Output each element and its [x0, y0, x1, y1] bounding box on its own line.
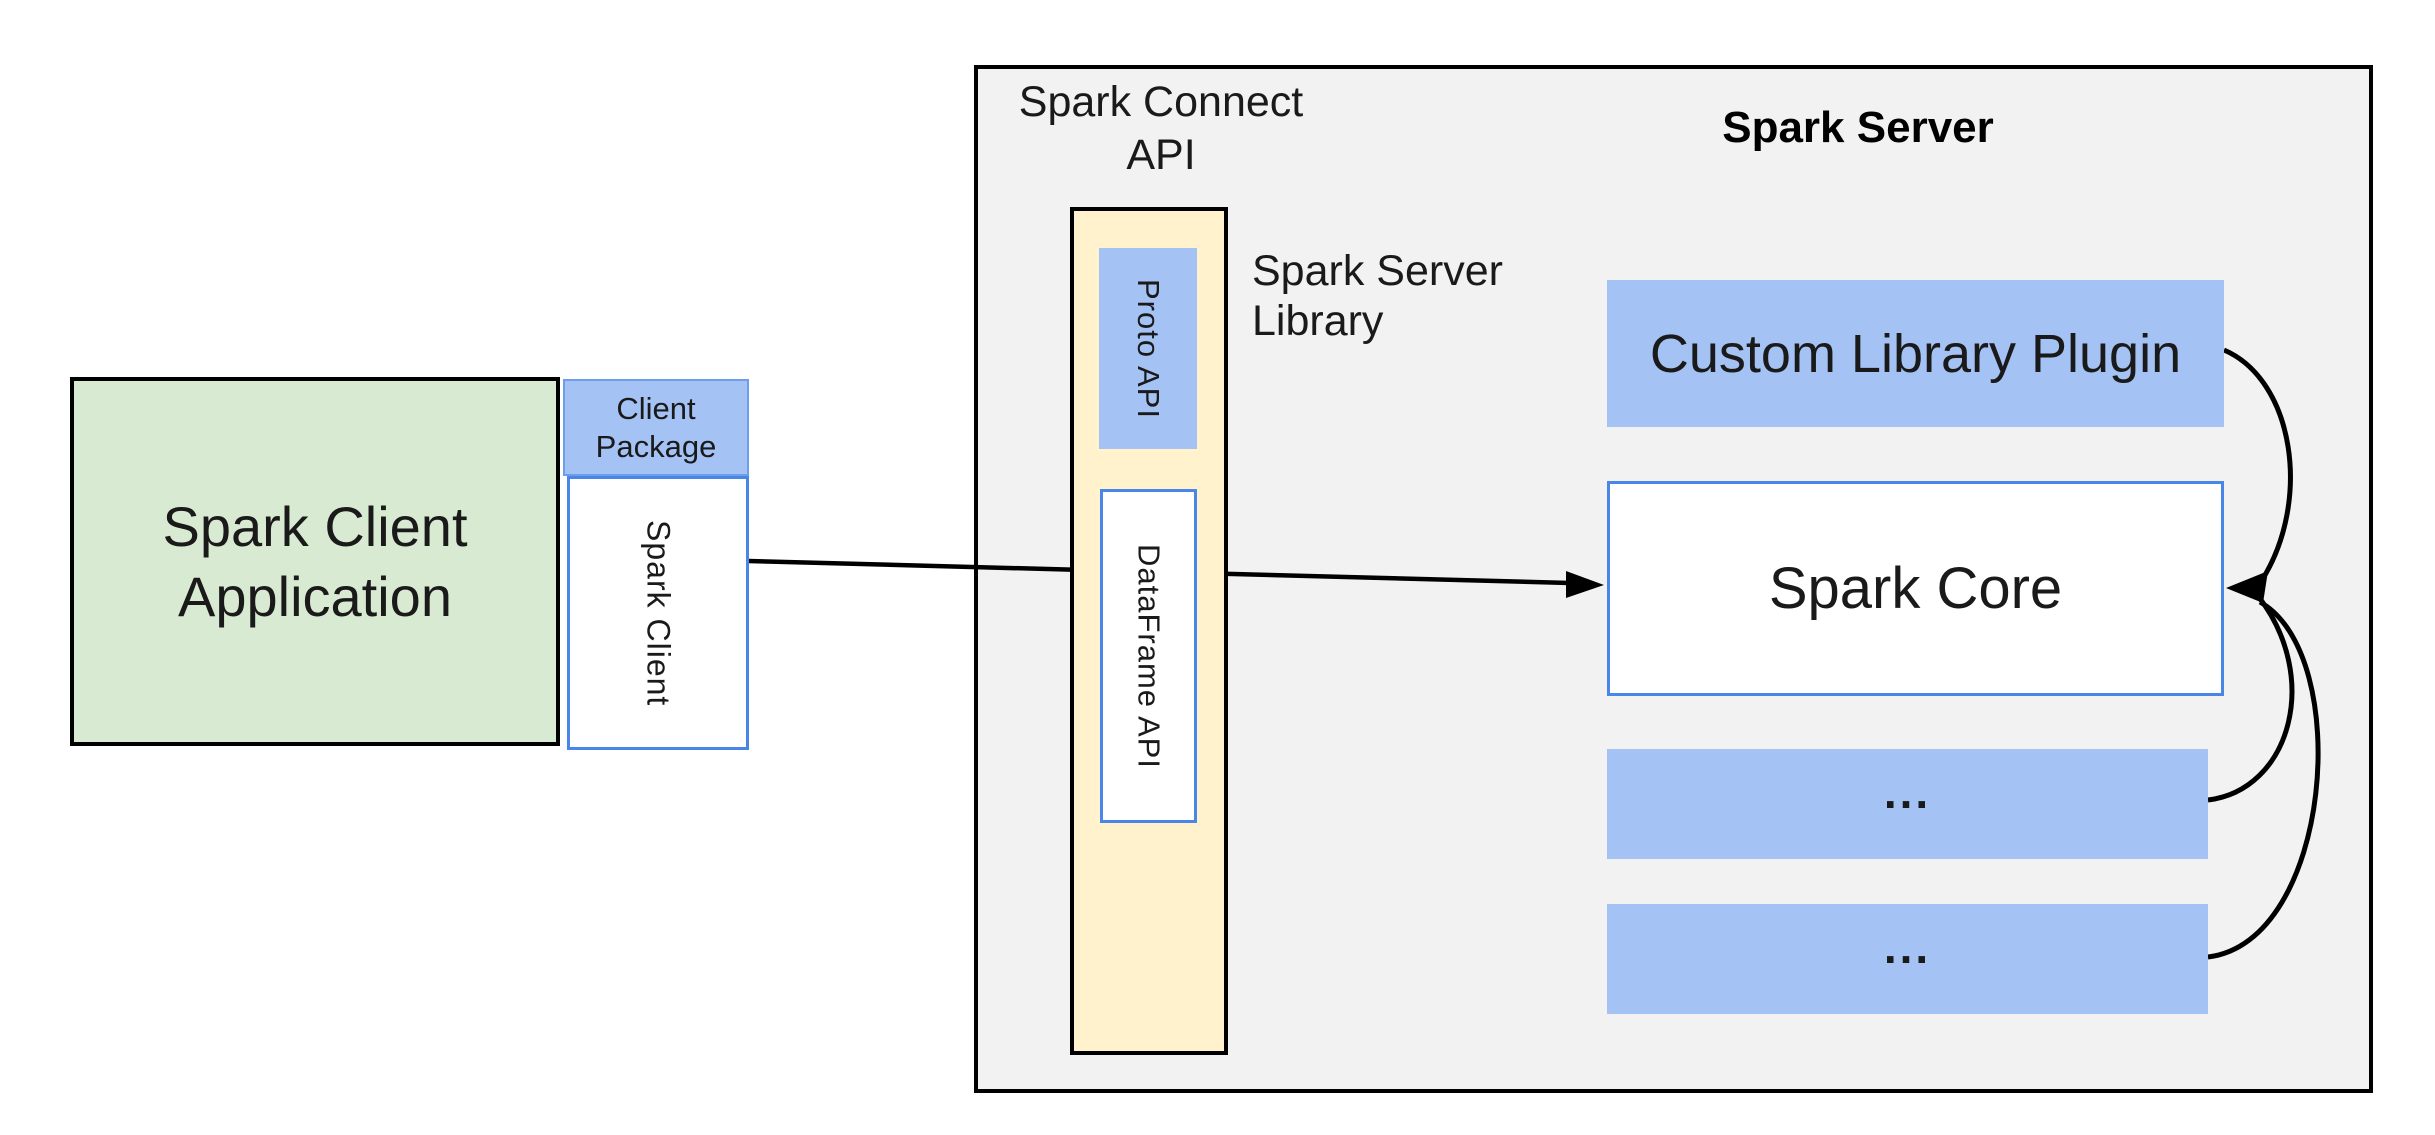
proto-api-label: Proto API	[1131, 278, 1166, 419]
spark-client-box: Spark Client	[567, 476, 749, 750]
client-package-box: Client Package	[563, 379, 749, 476]
plugin-slot-2-box: ...	[1607, 904, 2208, 1014]
dataframe-api-label: DataFrame API	[1131, 543, 1167, 769]
spark-core-box: Spark Core	[1607, 481, 2224, 696]
custom-library-plugin-label: Custom Library Plugin	[1649, 323, 2182, 384]
spark-client-label: Spark Client	[640, 519, 677, 707]
plugin-slot-2-label: ...	[1883, 921, 1932, 973]
custom-library-plugin-box: Custom Library Plugin	[1607, 280, 2224, 427]
client-package-label: Client Package	[595, 390, 717, 464]
spark-core-label: Spark Core	[1768, 555, 2063, 621]
plugin-slot-1-box: ...	[1607, 749, 2208, 859]
spark-client-application-label: Spark Client Application	[162, 494, 468, 628]
dataframe-api-box: DataFrame API	[1100, 489, 1197, 823]
proto-api-box: Proto API	[1099, 248, 1197, 449]
plugin-slot-1-label: ...	[1883, 766, 1932, 818]
spark-server-title: Spark Server	[1722, 103, 1994, 152]
spark-server-library-label: Spark Server Library	[1252, 247, 1503, 345]
spark-connect-api-title: Spark Connect API	[1018, 78, 1304, 179]
spark-client-application-box: Spark Client Application	[70, 377, 560, 746]
